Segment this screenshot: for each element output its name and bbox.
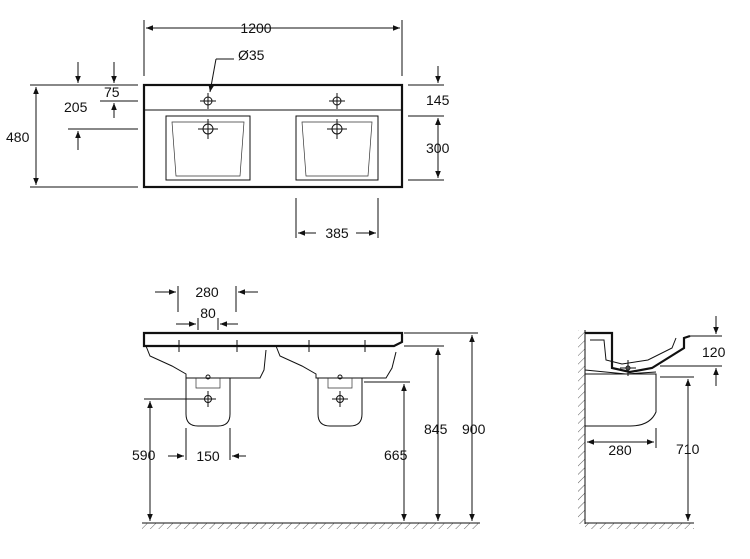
front-view: 280 80 590 150 665 845 900 bbox=[132, 284, 486, 529]
waste-outlet-icon bbox=[332, 391, 348, 407]
tap-hole-icon bbox=[329, 93, 345, 109]
dim-depth-205: 205 bbox=[64, 99, 88, 115]
dim-hole-diameter: Ø35 bbox=[238, 47, 265, 63]
tap-hole-icon bbox=[303, 340, 315, 352]
drain-hole-icon bbox=[198, 119, 218, 139]
top-view: 1200 Ø35 480 205 75 145 300 385 bbox=[6, 20, 450, 241]
dim-height-710: 710 bbox=[676, 441, 700, 457]
dim-pedestal-665: 665 bbox=[384, 447, 408, 463]
dim-rim-height-120: 120 bbox=[702, 344, 726, 360]
top-view-outline bbox=[142, 83, 404, 189]
dim-height-900: 900 bbox=[462, 421, 486, 437]
side-view: 120 280 710 bbox=[578, 316, 726, 529]
dim-tap-spacing-280: 280 bbox=[195, 284, 219, 300]
dim-basin-width-385: 385 bbox=[325, 225, 349, 241]
tap-hole-icon bbox=[231, 340, 243, 352]
tap-hole-icon bbox=[359, 340, 371, 352]
dim-trap-height-590: 590 bbox=[132, 447, 156, 463]
dim-height-845: 845 bbox=[424, 421, 448, 437]
tap-hole-icon bbox=[200, 93, 216, 109]
dim-tap-offset-75: 75 bbox=[104, 84, 120, 100]
dim-basin-length-300: 300 bbox=[426, 140, 450, 156]
dim-fixing-80: 80 bbox=[200, 305, 216, 321]
drain-hole-icon bbox=[327, 119, 347, 139]
dim-depth-480: 480 bbox=[6, 129, 30, 145]
dim-trap-width-150: 150 bbox=[196, 448, 220, 464]
waste-outlet-icon bbox=[200, 391, 216, 407]
dim-145: 145 bbox=[426, 92, 450, 108]
tap-hole-icon bbox=[173, 340, 185, 352]
dim-projection-280: 280 bbox=[608, 442, 632, 458]
dim-width-1200: 1200 bbox=[240, 20, 271, 36]
